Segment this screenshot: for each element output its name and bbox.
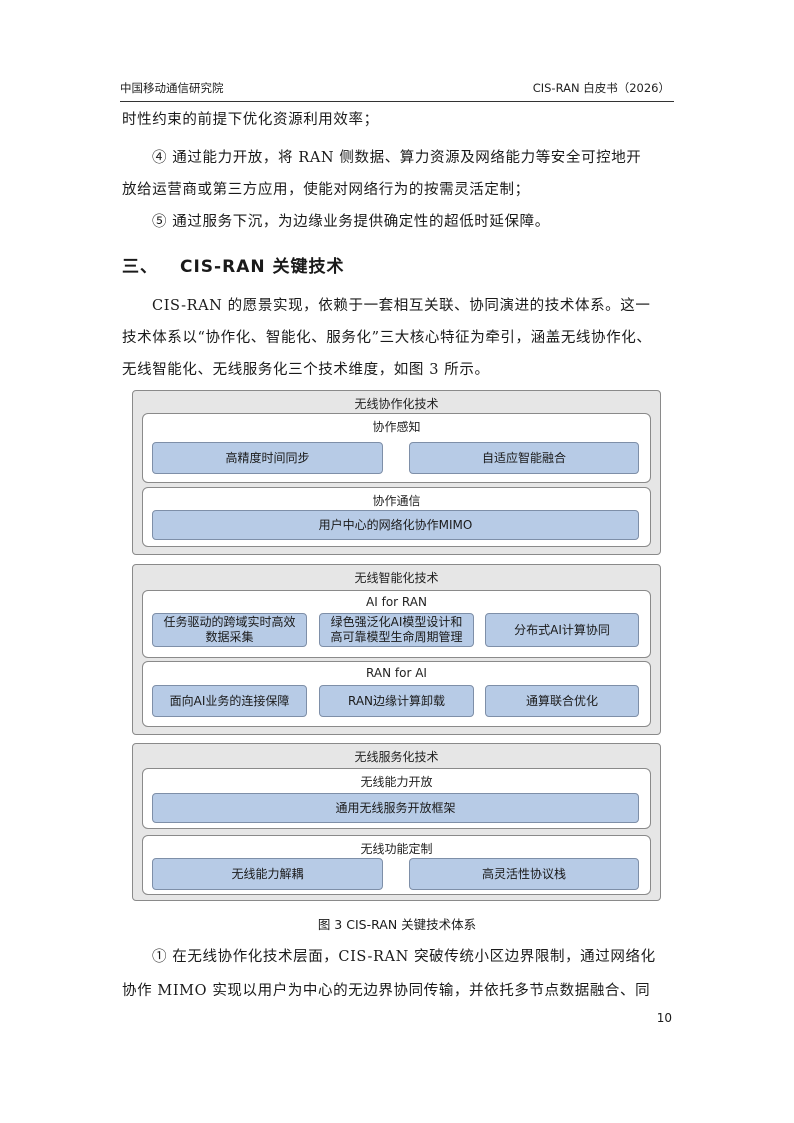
sub-title: RAN for AI — [366, 666, 427, 680]
group-wireless-intelligence: 无线智能化技术 AI for RAN 任务驱动的跨域实时高效 数据采集 绿色强泛… — [132, 564, 661, 735]
tech-box: 无线能力解耦 — [152, 858, 383, 890]
body-line: 协作 MIMO 实现以用户为中心的无边界协同传输，并依托多节点数据融合、同 — [122, 983, 651, 999]
figure-caption: 图 3 CIS-RAN 关键技术体系 — [317, 917, 477, 932]
body-line: 时性约束的前提下优化资源利用效率； — [122, 112, 379, 128]
sub-ran-for-ai: RAN for AI 面向AI业务的连接保障 RAN边缘计算卸载 通算联合优化 — [142, 661, 651, 727]
body-line: ④ 通过能力开放，将 RAN 侧数据、算力资源及网络能力等安全可控地开 — [152, 150, 642, 166]
sub-title: 协作通信 — [372, 494, 421, 508]
section-number: 三、 — [122, 257, 158, 277]
body-line: 放给运营商或第三方应用，使能对网络行为的按需灵活定制； — [122, 182, 530, 198]
sub-title: 无线能力开放 — [360, 775, 433, 789]
page-number: 10 — [656, 1011, 672, 1025]
section-heading: 三、 CIS-RAN 关键技术 — [122, 252, 345, 277]
body-line: 无线智能化、无线服务化三个技术维度，如图 3 所示。 — [122, 362, 490, 378]
tech-box: 任务驱动的跨域实时高效 数据采集 — [152, 613, 307, 647]
sub-title: 无线功能定制 — [360, 842, 433, 856]
tech-box: 通用无线服务开放框架 — [152, 793, 639, 823]
group-title: 无线服务化技术 — [354, 750, 439, 764]
tech-box: 分布式AI计算协同 — [485, 613, 639, 647]
group-wireless-service: 无线服务化技术 无线能力开放 通用无线服务开放框架 无线功能定制 无线能力解耦 … — [132, 743, 661, 901]
section-title: CIS-RAN 关键技术 — [180, 257, 345, 277]
body-line: ⑤ 通过服务下沉，为边缘业务提供确定性的超低时延保障。 — [152, 214, 550, 230]
running-header-org: 中国移动通信研究院 — [120, 81, 224, 95]
running-header-title: CIS-RAN 白皮书（2026） — [532, 81, 670, 95]
body-line: ① 在无线协作化技术层面，CIS-RAN 突破传统小区边界限制，通过网络化 — [152, 949, 656, 965]
tech-box: 面向AI业务的连接保障 — [152, 685, 307, 717]
tech-box: 自适应智能融合 — [409, 442, 639, 474]
group-title: 无线协作化技术 — [354, 397, 439, 411]
tech-box: 用户中心的网络化协作MIMO — [152, 510, 639, 540]
tech-box: 通算联合优化 — [485, 685, 639, 717]
tech-box: RAN边缘计算卸载 — [319, 685, 474, 717]
sub-function-customization: 无线功能定制 无线能力解耦 高灵活性协议栈 — [142, 835, 651, 895]
group-wireless-collaboration: 无线协作化技术 协作感知 高精度时间同步 自适应智能融合 协作通信 用户中心的网… — [132, 390, 661, 555]
sub-ai-for-ran: AI for RAN 任务驱动的跨域实时高效 数据采集 绿色强泛化AI模型设计和… — [142, 590, 651, 658]
tech-box: 绿色强泛化AI模型设计和 高可靠模型生命周期管理 — [319, 613, 474, 647]
sub-title: 协作感知 — [372, 420, 421, 434]
body-line: 技术体系以“协作化、智能化、服务化”三大核心特征为牵引，涵盖无线协作化、 — [122, 330, 652, 346]
sub-capability-exposure: 无线能力开放 通用无线服务开放框架 — [142, 768, 651, 829]
body-line: CIS-RAN 的愿景实现，依赖于一套相互关联、协同演进的技术体系。这一 — [152, 298, 651, 314]
tech-box: 高精度时间同步 — [152, 442, 383, 474]
sub-collaborative-communication: 协作通信 用户中心的网络化协作MIMO — [142, 487, 651, 547]
sub-title: AI for RAN — [366, 595, 427, 609]
header-divider — [120, 101, 674, 102]
group-title: 无线智能化技术 — [354, 571, 439, 585]
sub-collaborative-sensing: 协作感知 高精度时间同步 自适应智能融合 — [142, 413, 651, 483]
tech-box: 高灵活性协议栈 — [409, 858, 639, 890]
